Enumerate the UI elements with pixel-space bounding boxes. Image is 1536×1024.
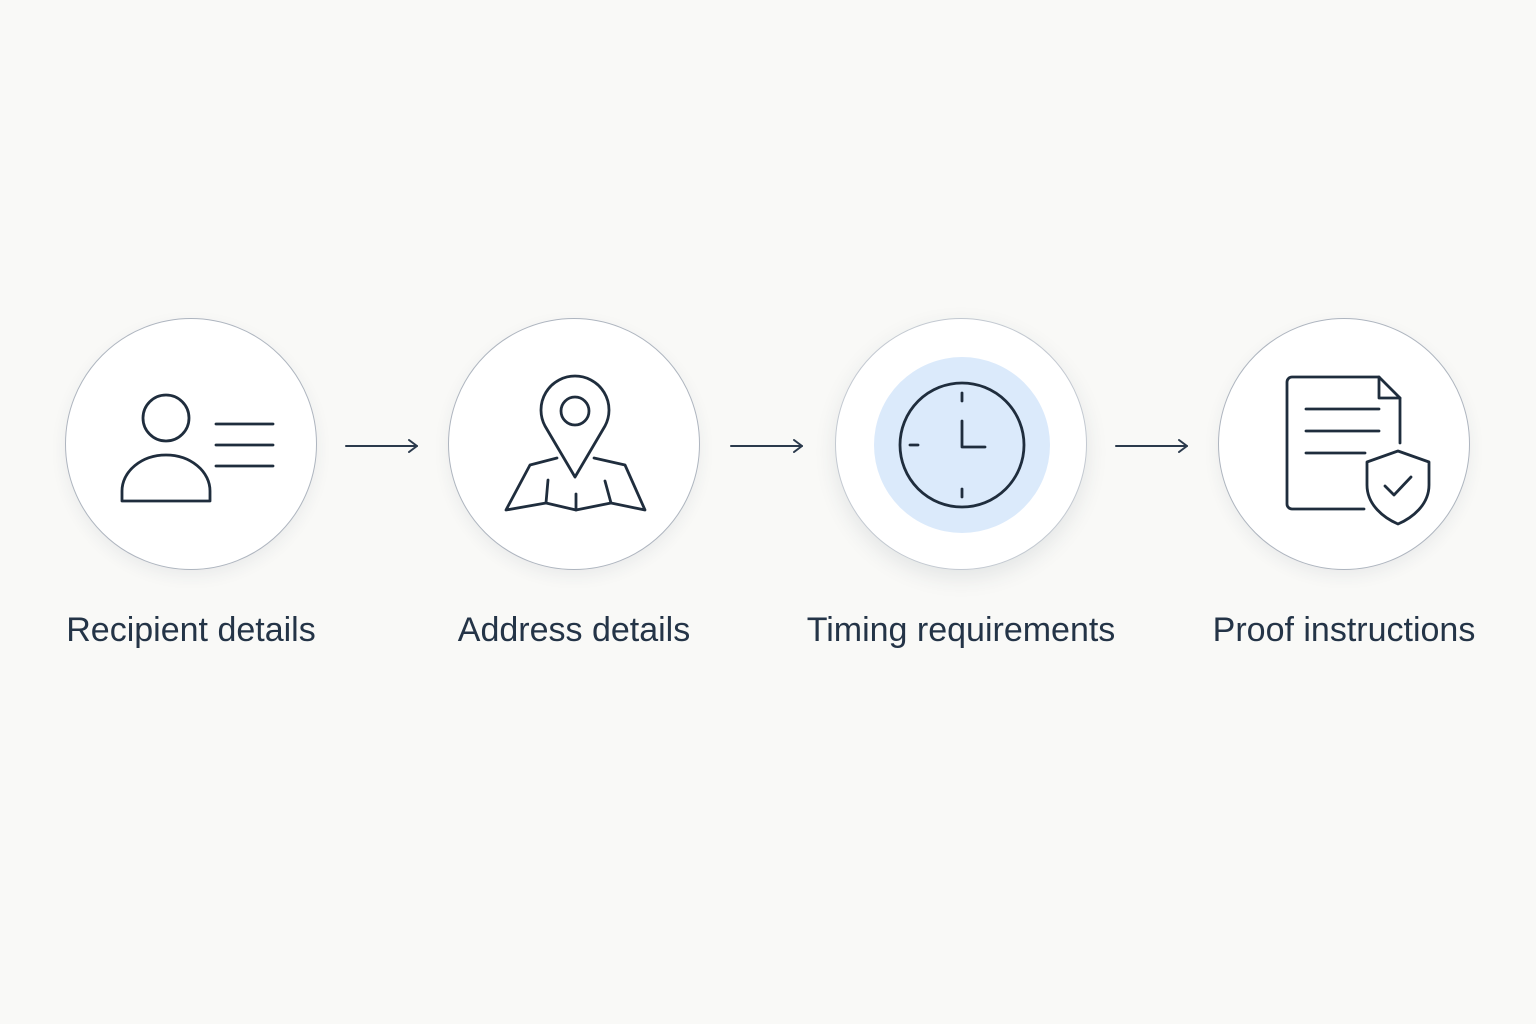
recipient-card-icon: [120, 393, 275, 503]
clock-icon: [874, 357, 1050, 533]
map-pin-icon: [504, 374, 647, 512]
step-circle[interactable]: [448, 318, 700, 570]
step-label: Proof instructions: [1212, 611, 1476, 649]
step-label: Address details: [457, 611, 691, 649]
arrow-right-icon: [345, 438, 421, 454]
document-shield-icon: [1285, 375, 1431, 526]
step-label: Recipient details: [66, 611, 316, 649]
arrow-right-icon: [1115, 438, 1191, 454]
arrow-right-icon: [730, 438, 806, 454]
step-label: Timing requirements: [806, 611, 1116, 649]
step-circle[interactable]: [65, 318, 317, 570]
step-circle[interactable]: [1218, 318, 1470, 570]
step-circle-active[interactable]: [835, 318, 1087, 570]
